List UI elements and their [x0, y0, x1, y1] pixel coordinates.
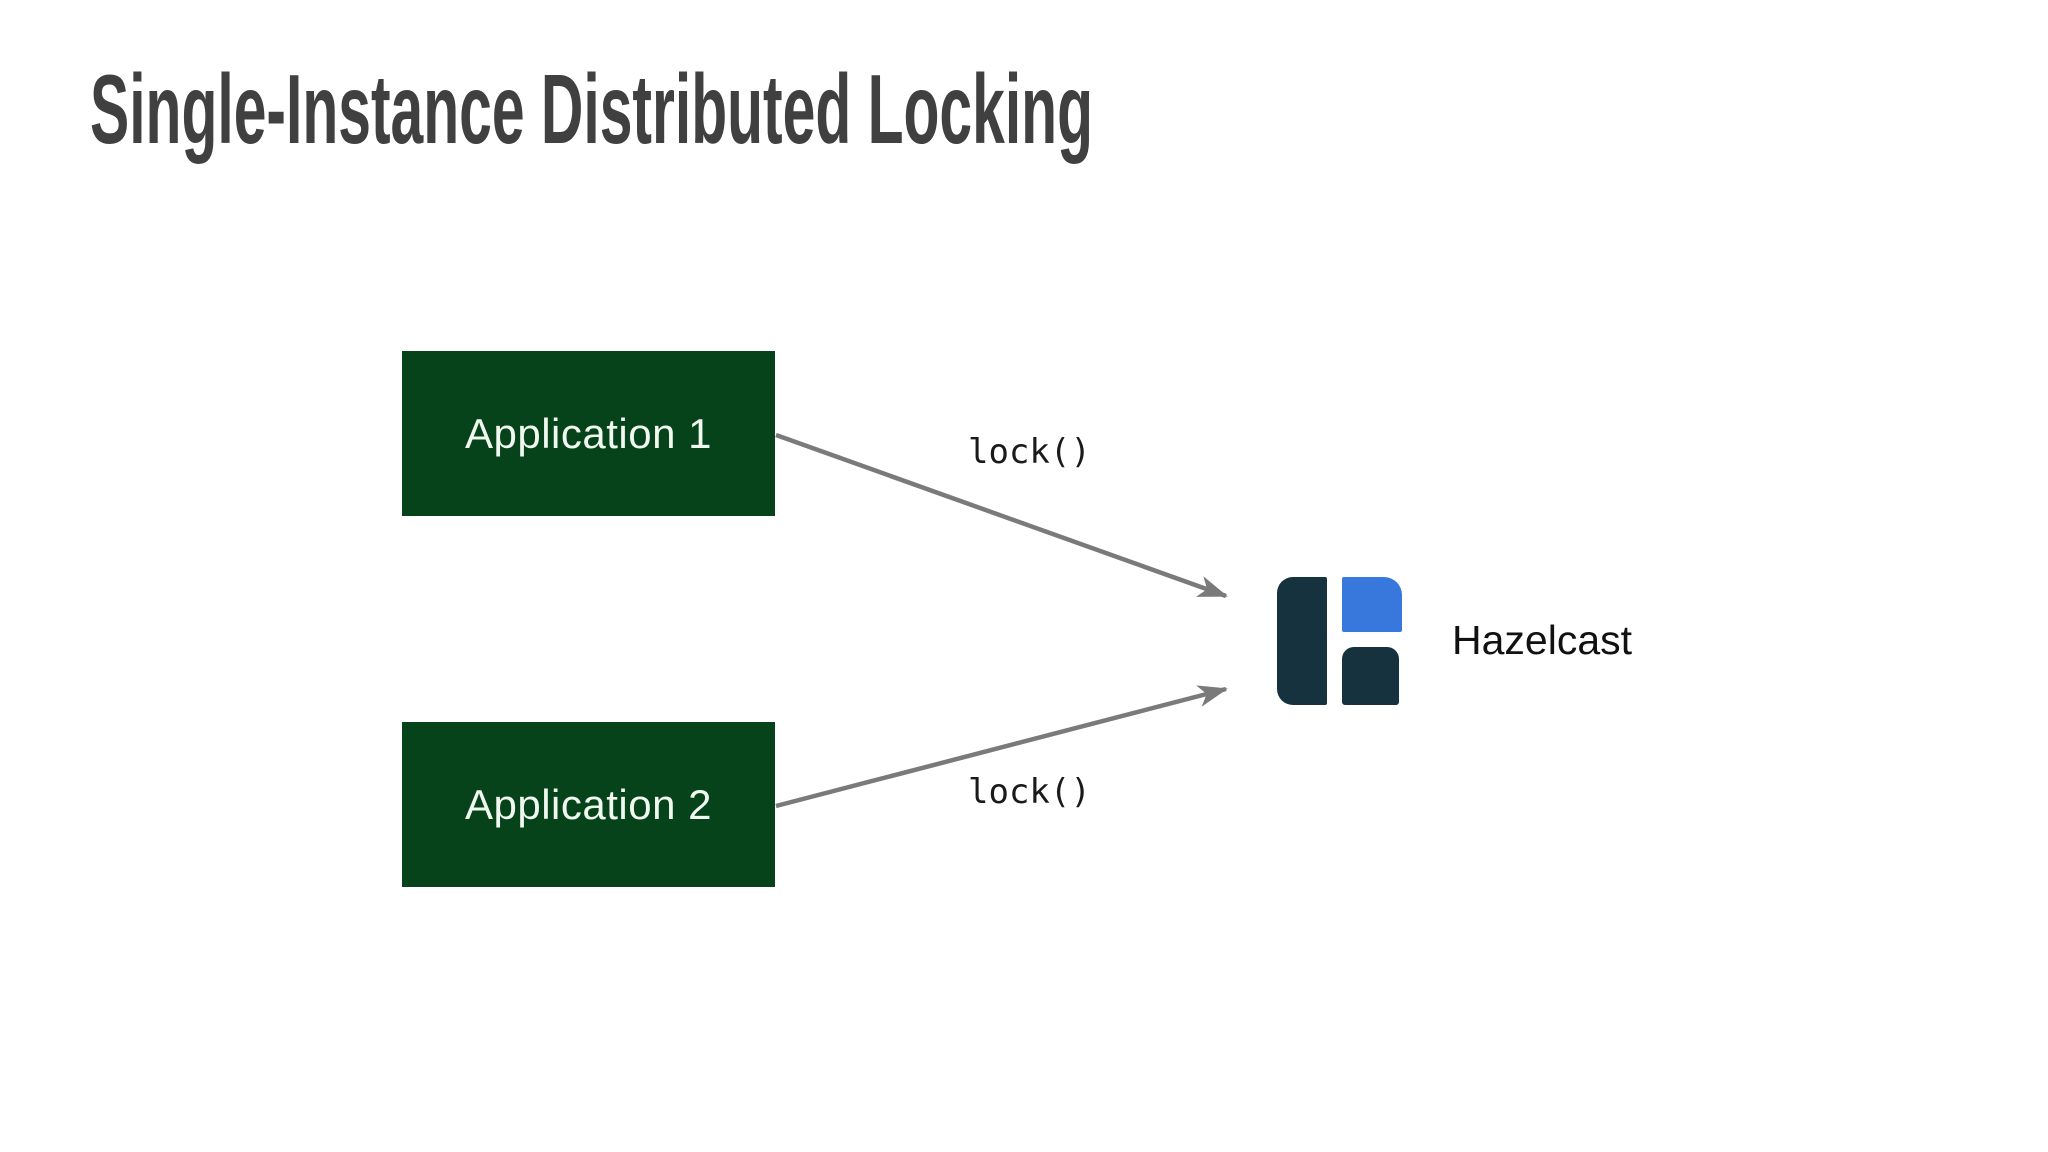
node-application-2-label: Application 2 [465, 780, 712, 828]
node-application-1: Application 1 [402, 351, 775, 516]
hazelcast-logo-dark-square [1342, 647, 1399, 705]
hazelcast-logo-left-bar [1277, 577, 1327, 705]
hazelcast-logo-blue-square [1342, 577, 1402, 632]
node-application-2: Application 2 [402, 722, 775, 887]
edge-label-lock-1: lock() [968, 432, 1091, 472]
node-application-1-label: Application 1 [465, 409, 712, 457]
edge-label-lock-2: lock() [968, 772, 1091, 812]
slide-title: Single-Instance Distributed Locking [90, 54, 1093, 164]
hazelcast-logo-icon [1277, 577, 1403, 705]
hazelcast-label: Hazelcast [1452, 617, 1633, 663]
